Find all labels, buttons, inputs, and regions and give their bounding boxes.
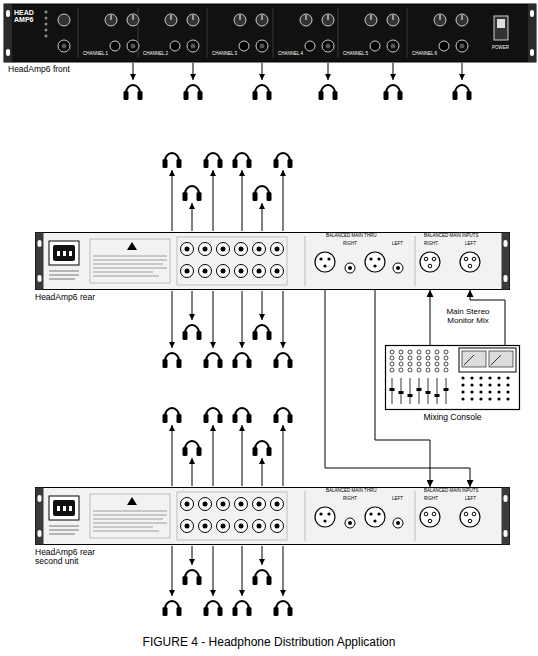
panel-legend: CHANNEL 6 xyxy=(412,52,437,57)
headphone-icon xyxy=(274,353,293,368)
signal-arrow xyxy=(262,291,263,320)
panel-legend: CHANNEL 5 xyxy=(343,52,368,57)
headphone-icon xyxy=(253,186,272,201)
headphone-icon xyxy=(184,85,203,100)
headphone-icon xyxy=(204,601,223,616)
headphone-icon xyxy=(204,153,223,168)
headphone-icon xyxy=(124,85,143,100)
unit-label: Mixing Console xyxy=(385,413,520,422)
headphone-icon xyxy=(204,408,223,423)
panel-legend: POWER xyxy=(492,46,509,51)
signal-arrow xyxy=(192,546,193,565)
panel-legend: LEFT xyxy=(392,242,403,247)
panel-legend: RIGHT xyxy=(424,497,438,502)
panel-legend: CHANNEL 4 xyxy=(278,52,303,57)
panel-legend: BALANCED MAIN INPUTS xyxy=(424,489,479,494)
headphone-icon xyxy=(163,353,182,368)
figure-caption: FIGURE 4 - Headphone Distribution Applic… xyxy=(0,636,538,649)
panel-legend: BALANCED MAIN INPUTS xyxy=(424,234,479,239)
mixing-console-drawing xyxy=(386,346,520,410)
signal-arrow xyxy=(213,170,214,231)
signal-arrow xyxy=(262,458,263,486)
headphone-icon xyxy=(204,353,223,368)
panel-legend: RIGHT xyxy=(343,497,357,502)
signal-arrow xyxy=(172,425,173,486)
signal-arrow xyxy=(192,458,193,486)
signal-arrow xyxy=(462,63,463,80)
signal-arrow xyxy=(242,170,243,231)
unit-label: HeadAmp6 rear xyxy=(35,293,175,302)
headphone-icon xyxy=(183,186,202,201)
signal-arrow xyxy=(172,291,173,348)
signal-arrow xyxy=(172,546,173,596)
unit-label: HeadAmp6 front xyxy=(8,65,148,74)
headphone-icon xyxy=(233,408,252,423)
headphone-icon xyxy=(163,408,182,423)
signal-arrow xyxy=(242,425,243,486)
mixing-console: Mixing Console xyxy=(385,345,520,410)
headphone-icon xyxy=(183,441,202,456)
signal-arrow xyxy=(133,63,134,80)
logo-text: HEAD AMP6 xyxy=(14,9,40,23)
signal-arrow xyxy=(242,546,243,596)
signal-arrow xyxy=(193,63,194,80)
panel-legend: CHANNEL 2 xyxy=(143,52,168,57)
headphone-icon xyxy=(319,85,338,100)
signal-arrow xyxy=(242,291,243,348)
rack-unit-rear: HeadAmp6 rear xyxy=(35,232,510,290)
panel-legend: BALANCED MAIN THRU xyxy=(326,234,376,239)
headphone-icon xyxy=(233,153,252,168)
panel-legend: CHANNEL 3 xyxy=(212,52,237,57)
panel-legend: RIGHT xyxy=(343,242,357,247)
headphone-icon xyxy=(453,85,472,100)
signal-arrow xyxy=(213,291,214,348)
headphone-icon xyxy=(253,570,272,585)
panel-legend: LEFT xyxy=(465,242,476,247)
signal-arrow xyxy=(213,546,214,596)
headphone-icon xyxy=(253,325,272,340)
headphone-icon xyxy=(384,85,403,100)
signal-arrow xyxy=(192,291,193,320)
panel-legend: LEFT xyxy=(465,497,476,502)
rear-panel xyxy=(36,233,510,290)
headphone-icon xyxy=(253,441,272,456)
headphone-icon xyxy=(233,353,252,368)
panel-legend: RIGHT xyxy=(424,242,438,247)
signal-arrow xyxy=(283,546,284,596)
headphone-icon xyxy=(163,601,182,616)
panel-legend: LEFT xyxy=(392,497,403,502)
signal-arrow xyxy=(283,425,284,486)
edge-label: Main Stereo Monitor Mix xyxy=(437,308,499,326)
signal-arrow xyxy=(393,63,394,80)
signal-arrow xyxy=(213,425,214,486)
signal-arrow xyxy=(328,63,329,80)
headphone-icon xyxy=(233,601,252,616)
headphone-icon xyxy=(183,570,202,585)
audio-cable xyxy=(430,290,431,345)
signal-arrow xyxy=(283,291,284,348)
panel-legend: BALANCED MAIN THRU xyxy=(326,489,376,494)
headphone-icon xyxy=(274,601,293,616)
signal-arrow xyxy=(192,203,193,231)
headphone-icon xyxy=(183,325,202,340)
signal-arrow xyxy=(262,203,263,231)
front-panel xyxy=(4,4,536,62)
headphone-icon xyxy=(253,85,272,100)
signal-arrow xyxy=(262,546,263,565)
audio-cable xyxy=(375,290,430,487)
panel-legend: CHANNEL 1 xyxy=(83,52,108,57)
rack-unit-rear: HeadAmp6 rear second unit xyxy=(35,487,510,545)
signal-arrow xyxy=(262,63,263,80)
unit-label: HeadAmp6 rear second unit xyxy=(35,548,107,567)
headphone-icon xyxy=(163,153,182,168)
signal-arrow xyxy=(172,170,173,231)
signal-arrow xyxy=(283,170,284,231)
headphone-icon xyxy=(274,408,293,423)
rear-panel xyxy=(36,488,510,545)
headphone-icon xyxy=(274,153,293,168)
